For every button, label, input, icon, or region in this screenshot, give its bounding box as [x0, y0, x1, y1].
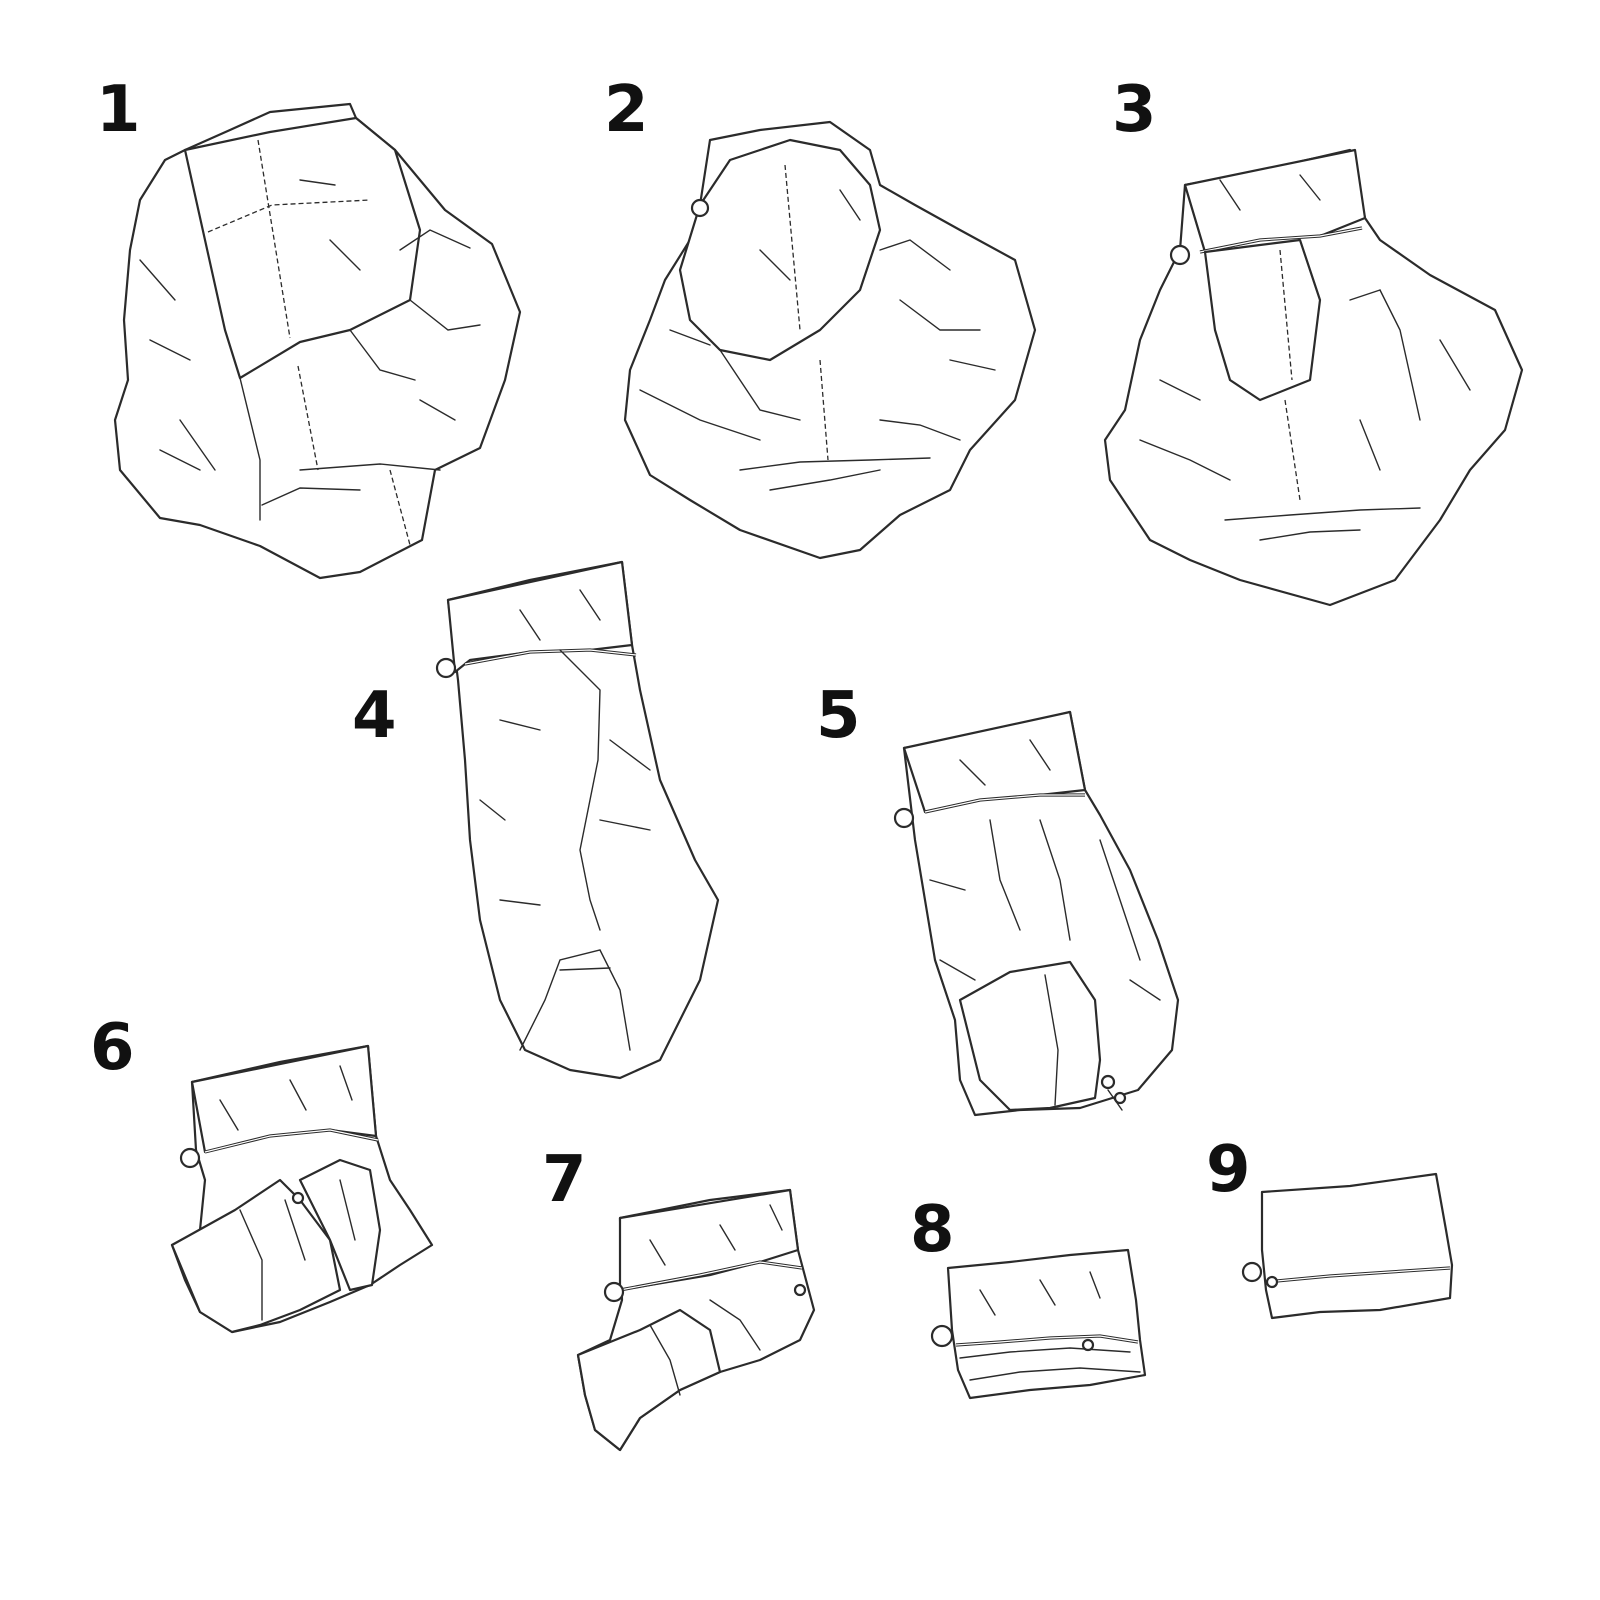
step-5-jacket-illustration [893, 710, 1180, 1117]
step-3-jacket-illustration [1103, 148, 1524, 607]
step-7-number: 7 [542, 1143, 587, 1217]
step-4-jacket-illustration [435, 560, 720, 1080]
step-4-number: 4 [352, 679, 397, 753]
step-6-number: 6 [90, 1011, 135, 1085]
step-6-jacket-illustration [170, 1044, 434, 1334]
step-1-number: 1 [96, 73, 141, 147]
step-2-jacket-illustration [623, 120, 1037, 560]
step-7-jacket-illustration [576, 1188, 816, 1452]
step-9-number: 9 [1206, 1133, 1251, 1207]
step-3-number: 3 [1112, 73, 1157, 147]
step-8-number: 8 [910, 1193, 955, 1267]
step-1-jacket-illustration [113, 102, 522, 580]
step-5-number: 5 [816, 679, 861, 753]
step-2-number: 2 [604, 73, 649, 147]
step-9-pouch-illustration [1241, 1172, 1454, 1320]
step-8-pouch-illustration [930, 1248, 1147, 1400]
